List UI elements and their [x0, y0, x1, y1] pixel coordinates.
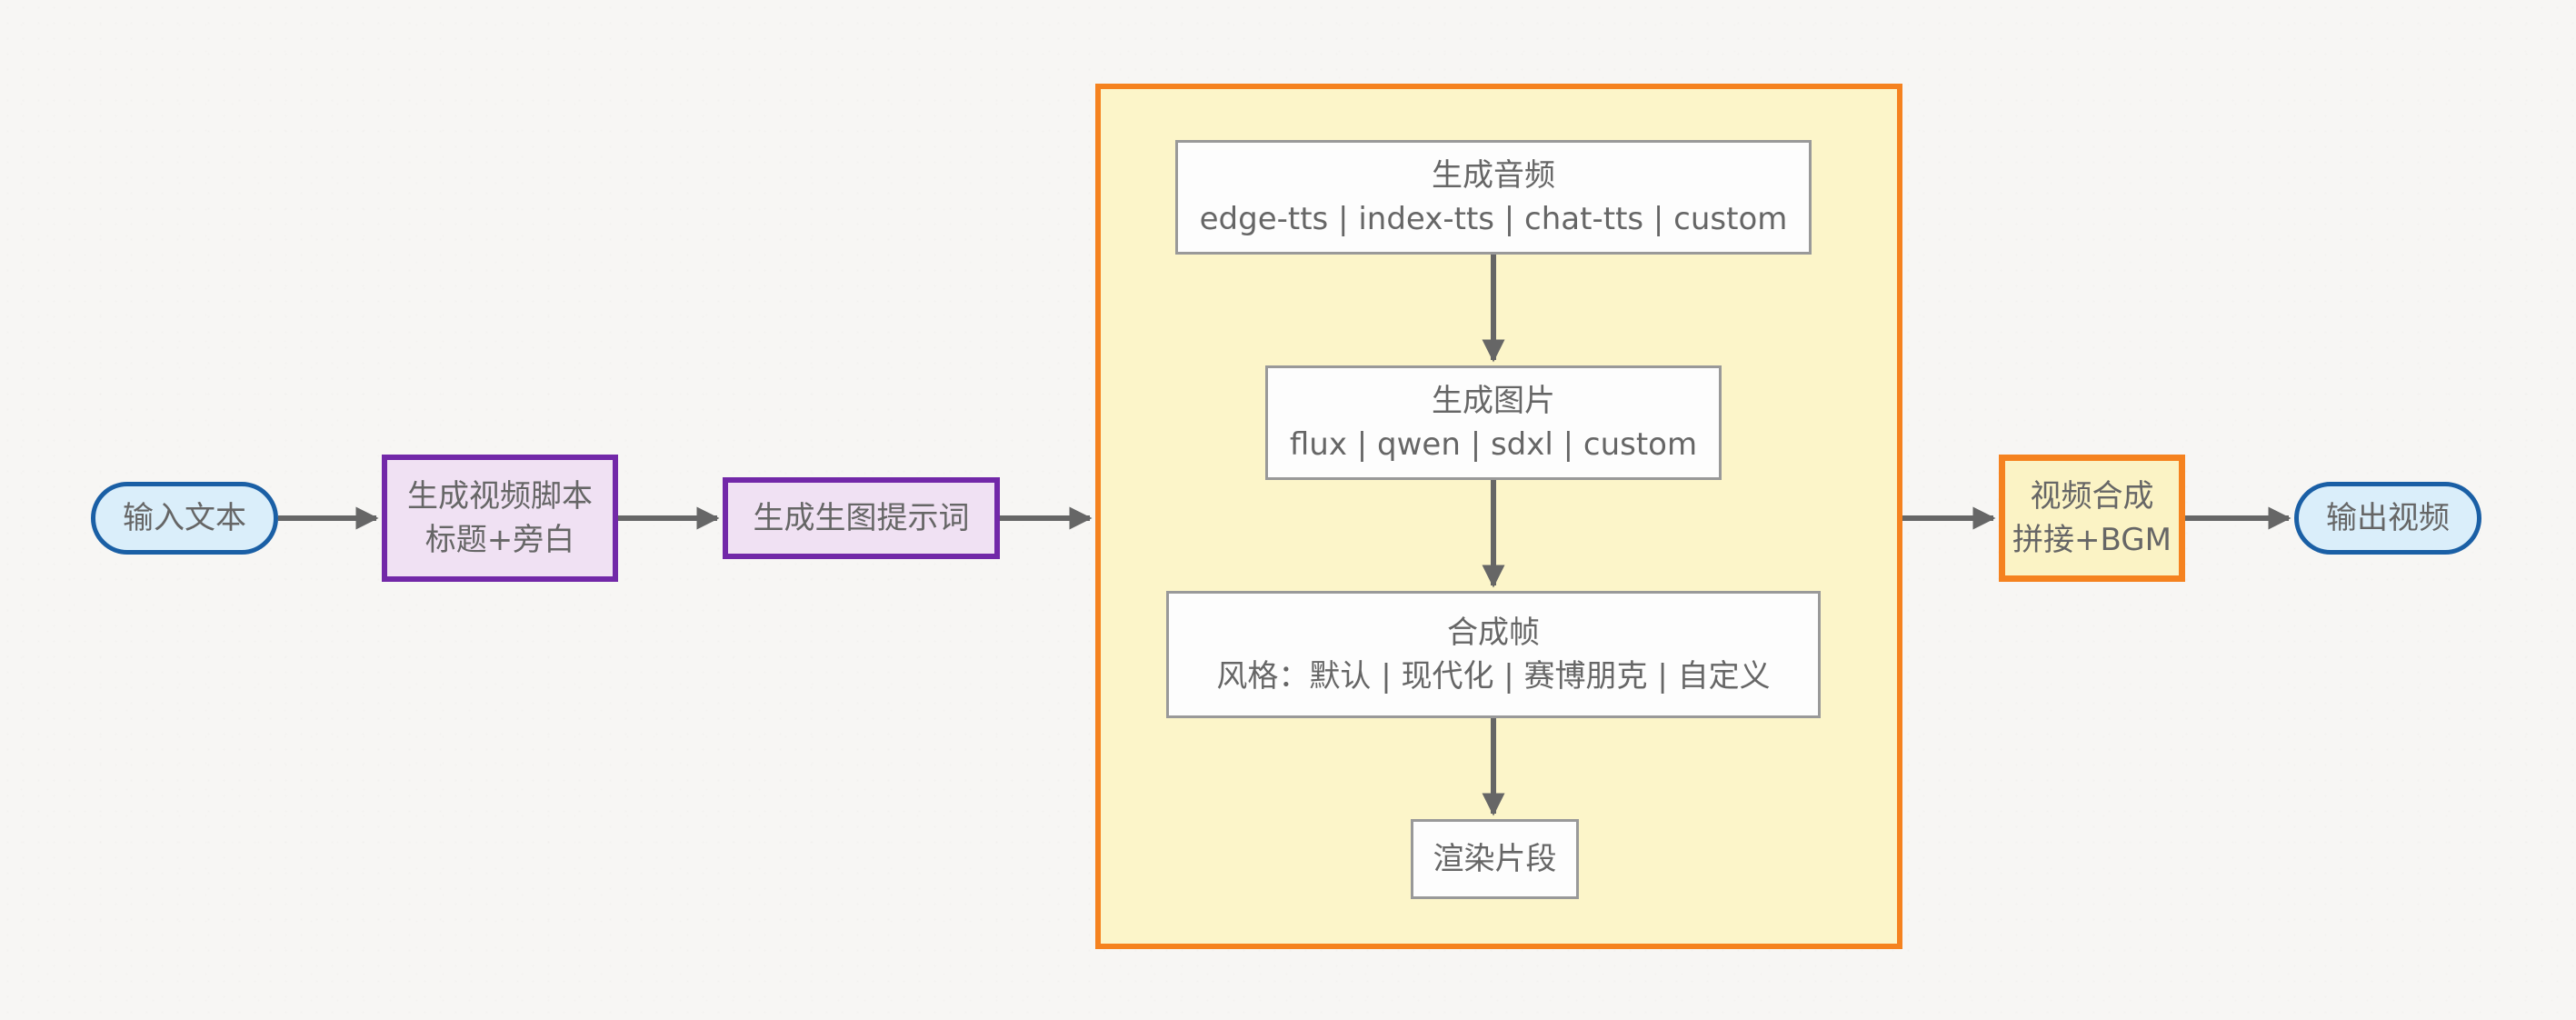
node-generate-audio-line1: 生成音频 [1432, 157, 1555, 194]
node-output-video-label: 输出视频 [2326, 500, 2450, 536]
node-generate-image-prompt-label: 生成生图提示词 [753, 500, 970, 536]
node-video-compose: 视频合成 拼接+BGM [1999, 455, 2185, 582]
node-generate-script: 生成视频脚本 标题+旁白 [382, 455, 618, 582]
node-output-video: 输出视频 [2294, 482, 2481, 555]
node-compose-frame-line1: 合成帧 [1447, 615, 1540, 651]
node-video-compose-line2: 拼接+BGM [2012, 522, 2172, 558]
node-generate-audio: 生成音频 edge-tts | index-tts | chat-tts | c… [1175, 140, 1812, 255]
node-generate-script-line2: 标题+旁白 [424, 522, 575, 558]
node-compose-frame-line2: 风格：默认 | 现代化 | 赛博朋克 | 自定义 [1216, 658, 1771, 695]
node-video-compose-line1: 视频合成 [2030, 478, 2154, 515]
node-compose-frame: 合成帧 风格：默认 | 现代化 | 赛博朋克 | 自定义 [1166, 591, 1821, 718]
node-generate-image: 生成图片 flux | qwen | sdxl | custom [1265, 365, 1722, 480]
node-generate-script-line1: 生成视频脚本 [407, 478, 593, 515]
node-generate-audio-line2: edge-tts | index-tts | chat-tts | custom [1199, 201, 1788, 237]
node-generate-image-line2: flux | qwen | sdxl | custom [1289, 426, 1698, 463]
node-generate-image-prompt: 生成生图提示词 [723, 477, 1000, 559]
node-generate-image-line1: 生成图片 [1432, 383, 1555, 419]
node-input-text: 输入文本 [91, 482, 278, 555]
node-render-segment: 渲染片段 [1411, 819, 1579, 899]
node-input-text-label: 输入文本 [123, 500, 246, 536]
node-render-segment-label: 渲染片段 [1433, 841, 1557, 877]
